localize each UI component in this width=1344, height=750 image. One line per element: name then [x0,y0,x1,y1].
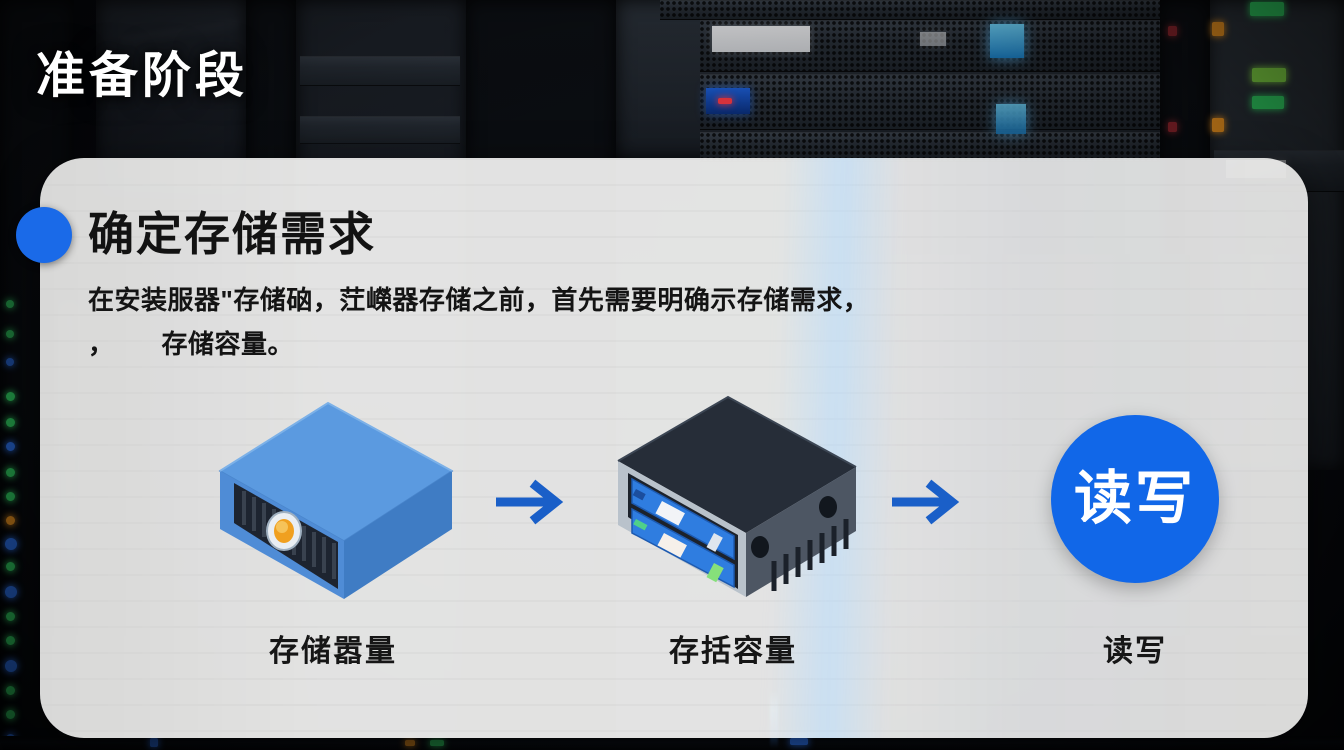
bullet-point-icon [16,207,72,263]
content-card: 存储嚣量 [40,158,1308,738]
read-write-badge-label: 读写 [1073,466,1196,531]
blue-storage-box-icon [188,383,478,618]
process-flow-row: 存储嚣量 [40,383,1308,713]
dark-server-unit-icon [588,383,878,618]
arrow-right-icon-1 [493,479,574,525]
process-step-1[interactable]: 存储嚣量 [188,383,478,713]
section-paragraph: 在安装服器"存储硇，茳嶸器存储之前，首先需要明确示存储需求， ， 存储容量。 [88,285,870,359]
page-title: 准备阶段 [36,49,249,103]
paragraph-line-2: 存储容量。 [161,329,294,359]
paragraph-line-1: 在安装服器"存储硇，茳嶸器存储之前，首先需要明确示存储需求， [88,285,870,315]
process-step-2-caption: 存括容量 [669,635,797,668]
section-heading: 确定存储需求 [88,208,376,260]
process-step-2[interactable]: 存括容量 [588,383,878,713]
arrow-right-icon-2 [889,479,970,525]
process-step-3[interactable]: 读写 读写 [990,383,1280,713]
process-step-3-caption: 读写 [1103,635,1167,668]
read-write-circle-badge[interactable]: 读写 [1051,415,1219,583]
read-write-circle-badge-wrap: 读写 [990,383,1280,618]
process-step-1-caption: 存储嚣量 [269,635,397,668]
